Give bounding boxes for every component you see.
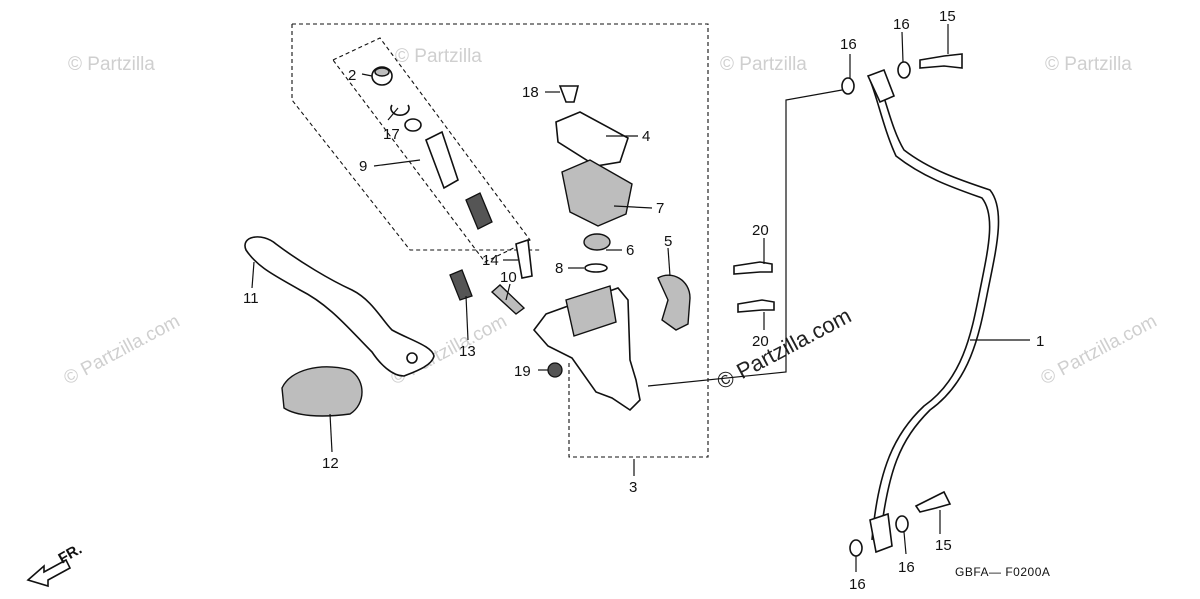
diaphragm	[561, 159, 633, 227]
holder-clamp	[657, 274, 691, 331]
callout-8: 8	[555, 260, 563, 277]
front-arrow-icon	[26, 558, 72, 588]
callout-9: 9	[359, 158, 367, 175]
watermark: © Partzilla	[395, 46, 482, 67]
callout-16: 16	[898, 559, 915, 576]
bolt-20-upper	[733, 261, 773, 275]
washer-16	[897, 61, 911, 79]
piston-kit-box	[332, 37, 531, 263]
diaphragm-plate	[583, 233, 611, 251]
pivot-bolt	[449, 269, 473, 301]
spring	[490, 284, 526, 315]
callout-14: 14	[482, 252, 499, 269]
callout-16: 16	[840, 36, 857, 53]
leader-lines	[251, 24, 1030, 572]
callout-15-lower: 15	[935, 537, 952, 554]
hose-fitting-lower	[869, 512, 893, 554]
assembly-box-3-left	[291, 24, 540, 251]
callout-3: 3	[629, 479, 637, 496]
bolt-15-lower	[914, 490, 952, 513]
bolt-15-upper	[919, 53, 963, 69]
callout-7: 7	[656, 200, 664, 217]
callout-labels: 2 17 9 18 4 7 6 8 5 14 10 13 19 11 12 3 …	[243, 8, 1044, 593]
callout-16: 16	[849, 576, 866, 593]
push-rod	[515, 238, 533, 279]
front-direction-indicator: FR.	[26, 541, 85, 588]
reservoir-opening	[565, 285, 617, 337]
callout-5: 5	[664, 233, 672, 250]
screw-18	[558, 85, 580, 103]
bolt-20-lower	[737, 299, 775, 313]
washer-16	[849, 539, 863, 557]
callout-1: 1	[1036, 333, 1044, 350]
watermark: © Partzilla	[68, 54, 155, 75]
callout-20-upper: 20	[752, 222, 769, 239]
callout-2: 2	[348, 67, 356, 84]
watermark: © Partzilla.com	[60, 311, 183, 390]
set-plate	[584, 263, 608, 273]
piston-kit-parts	[371, 66, 493, 230]
reservoir-cover	[555, 111, 629, 167]
washer-16	[895, 515, 909, 533]
watermark-center: © Partzilla.com	[713, 303, 856, 395]
callout-12: 12	[322, 455, 339, 472]
diagram-code: GBFA— F0200A	[955, 565, 1050, 579]
callout-19: 19	[514, 363, 531, 380]
callout-16: 16	[893, 16, 910, 33]
watermark: © Partzilla	[1045, 54, 1132, 75]
hose-fitting-upper	[866, 68, 896, 104]
callout-10: 10	[500, 269, 517, 286]
lever-pivot	[406, 352, 418, 364]
watermark: © Partzilla.com	[1037, 311, 1160, 390]
brake-hose	[877, 79, 1000, 541]
assembly-box-3	[292, 23, 709, 458]
watermark: © Partzilla	[720, 54, 807, 75]
washer-16	[841, 77, 855, 95]
callout-13: 13	[459, 343, 476, 360]
callout-17: 17	[383, 126, 400, 143]
callout-4: 4	[642, 128, 650, 145]
callout-6: 6	[626, 242, 634, 259]
lever-holder	[281, 366, 363, 417]
callout-20-lower: 20	[752, 333, 769, 350]
brake-lever	[244, 236, 435, 377]
callout-18: 18	[522, 84, 539, 101]
nut-19	[547, 362, 563, 378]
callout-15-upper: 15	[939, 8, 956, 25]
callout-11: 11	[243, 290, 259, 307]
